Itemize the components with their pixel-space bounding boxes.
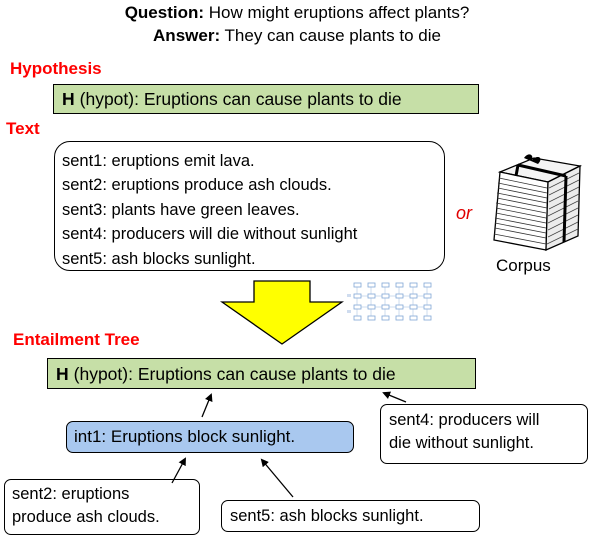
- tree-root-h-label: H: [56, 363, 69, 384]
- sent2-line: sent2: eruptions: [12, 485, 130, 503]
- entailment-tree-heading: Entailment Tree: [13, 330, 140, 349]
- answer-line: Answer: They can cause plants to die: [0, 26, 594, 46]
- tree-node-sent5: sent5: ash blocks sunlight.: [221, 500, 480, 532]
- question-label: Question:: [124, 3, 205, 22]
- tree-node-sent2: sent2: eruptions produce ash clouds.: [4, 479, 200, 535]
- text-sentence: sent4: producers will die without sunlig…: [62, 225, 358, 244]
- edge-sent2-to-int1: [171, 457, 186, 484]
- question-text: How might eruptions affect plants?: [208, 3, 470, 22]
- sent4-line: die without sunlight.: [389, 434, 534, 452]
- edge-sent4-to-root: [382, 391, 407, 403]
- edge-sent5-to-int1: [260, 458, 294, 498]
- corpus-label: Corpus: [496, 256, 551, 275]
- hypothesis-heading: Hypothesis: [10, 59, 102, 78]
- tree-root-text: (hypot): Eruptions can cause plants to d…: [73, 363, 396, 384]
- text-sentence: sent3: plants have green leaves.: [62, 200, 300, 219]
- answer-label: Answer:: [153, 26, 221, 45]
- text-sentence: sent1: eruptions emit lava.: [62, 152, 255, 170]
- hypothesis-h-label: H: [62, 89, 75, 109]
- tree-node-sent4: sent4: producers will die without sunlig…: [380, 404, 588, 464]
- hypothesis-box: H (hypot): Eruptions can cause plants to…: [53, 84, 479, 114]
- model-diagram-thumbnail-icon: [347, 282, 432, 321]
- text-heading: Text: [6, 119, 40, 138]
- hypothesis-text: (hypot): Eruptions can cause plants to d…: [79, 89, 402, 109]
- sent4-line: sent4: producers will: [389, 411, 540, 429]
- down-arrow-icon: [220, 280, 344, 345]
- tree-node-int1: int1: Eruptions block sunlight.: [66, 421, 354, 453]
- sent2-line: produce ash clouds.: [12, 508, 160, 526]
- question-line: Question: How might eruptions affect pla…: [0, 3, 594, 23]
- corpus-paper-stack-icon: [493, 154, 583, 252]
- edge-int1-to-root: [201, 393, 213, 418]
- or-label: or: [456, 203, 473, 223]
- tree-root-hypothesis: H (hypot): Eruptions can cause plants to…: [47, 358, 476, 389]
- text-sentence: sent5: ash blocks sunlight.: [62, 249, 256, 268]
- text-box: sent1: eruptions emit lava. sent2: erupt…: [54, 141, 445, 271]
- text-sentence: sent2: eruptions produce ash clouds.: [62, 176, 332, 195]
- answer-text: They can cause plants to die: [224, 26, 441, 45]
